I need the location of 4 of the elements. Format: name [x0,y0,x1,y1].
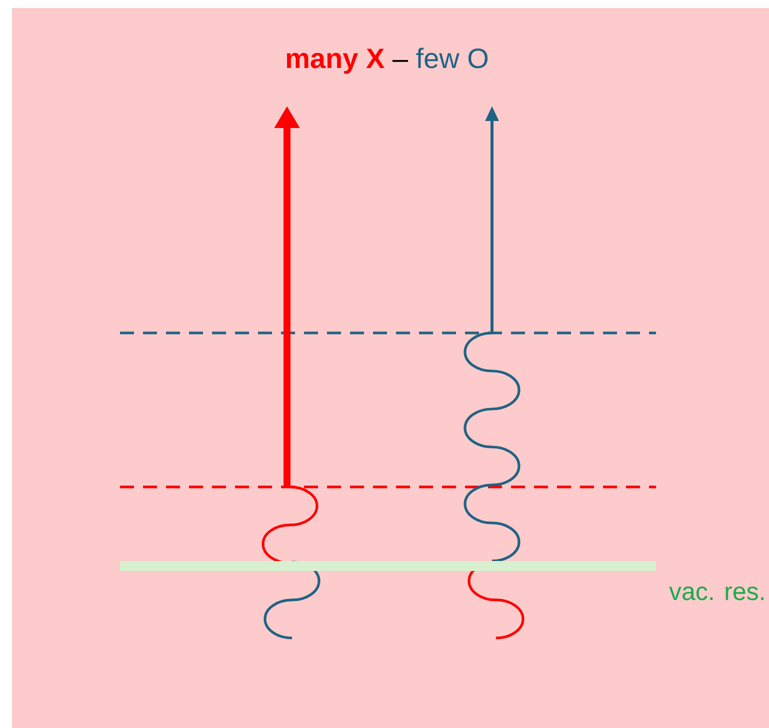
title-part: few O [416,48,488,68]
title-part: – [392,60,408,62]
line-label: vac. res. [669,586,764,600]
title-part: many X [286,48,384,74]
